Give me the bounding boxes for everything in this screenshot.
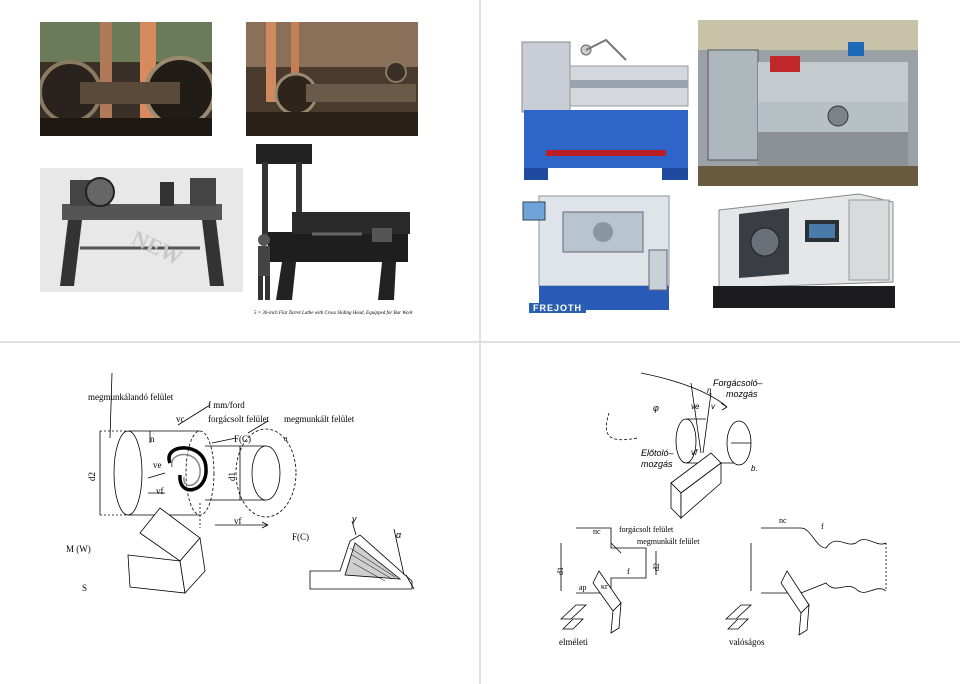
label-kr: κr <box>601 582 608 591</box>
label-d1: d1 <box>556 567 565 575</box>
label-a: a <box>284 434 288 443</box>
label-d2: d2 <box>652 563 661 571</box>
label-chip-surface: forgácsolt felület <box>619 525 674 534</box>
slide-turning-geometry: megmunkálandó felület f mm/ford vc forgá… <box>0 343 479 684</box>
label-ve: ve <box>691 402 700 411</box>
photo-cnc-turning-center <box>709 190 899 316</box>
slide-modern-lathes: FREJOTH <box>481 0 960 341</box>
figure-caption: 5 × 36-inch Flat Turret Lathe with Cross… <box>254 311 413 316</box>
label-chip-surface: forgácsolt felület <box>208 414 270 424</box>
label-alpha: α <box>396 530 402 540</box>
label-d1: d1 <box>227 472 237 481</box>
label-feed-motion-2: mozgás <box>641 459 673 469</box>
label-fc: F(C) <box>234 434 252 444</box>
label-feed: f mm/ford <box>208 400 245 410</box>
photo-cnc-lathe-frejoth: FREJOTH <box>519 190 687 324</box>
label-machined-surface: megmunkált felület <box>637 537 700 546</box>
label-n: n <box>150 434 155 444</box>
label-theoretical: elméleti <box>559 637 588 647</box>
label-nc-real: nc <box>779 516 787 525</box>
label-vf: vf <box>691 448 698 457</box>
diagram-turning-kinematics <box>99 372 415 594</box>
label-realistic: valóságos <box>729 637 765 647</box>
label-s: S <box>82 583 88 593</box>
frejoth-logo: FREJOTH <box>529 303 587 313</box>
label-cutting-motion-2: mozgás <box>726 389 758 399</box>
label-v: v <box>711 402 715 411</box>
label-machined-surface: megmunkált felület <box>284 414 355 424</box>
illustration-turret-lathe-operator <box>252 142 420 304</box>
photo-belt-driven-lathe <box>246 22 418 136</box>
label-b: b. <box>751 464 758 473</box>
label-vf-feed: vf <box>234 516 242 526</box>
horizontal-divider <box>0 341 960 343</box>
label-ve: ve <box>153 460 162 470</box>
photo-lathe-headstock <box>40 22 212 136</box>
label-cutting-motion: Forgácsoló– <box>713 378 763 388</box>
label-eta: η <box>707 386 712 395</box>
label-d2: d2 <box>87 472 97 481</box>
label-surface-to-machine: megmunkálandó felület <box>88 392 174 402</box>
label-vf: vf <box>156 486 164 496</box>
label-f-real: f <box>821 522 824 531</box>
label-ap: ap <box>579 583 587 592</box>
illustration-engraved-lathe: NEW <box>40 168 243 292</box>
slide-vintage-lathes: NEW 5 × 36-inch Flat Turret Lathe with C… <box>0 0 479 341</box>
slide-cutting-motions: Forgácsoló– mozgás φ ve v η Előtoló– moz… <box>481 343 960 684</box>
label-feed-motion: Előtoló– <box>641 448 674 458</box>
label-fc-inset: F(C) <box>292 532 310 542</box>
photo-grey-conventional-lathe <box>698 20 918 186</box>
label-nc: nc <box>593 527 601 536</box>
label-gamma: γ <box>352 514 357 524</box>
label-vc: vc <box>176 414 185 424</box>
photo-blue-conventional-lathe <box>516 20 692 186</box>
label-phi: φ <box>653 403 659 413</box>
label-f: f <box>627 567 630 576</box>
diagram-cutting-motions <box>559 372 887 636</box>
label-mw: M (W) <box>66 544 91 554</box>
